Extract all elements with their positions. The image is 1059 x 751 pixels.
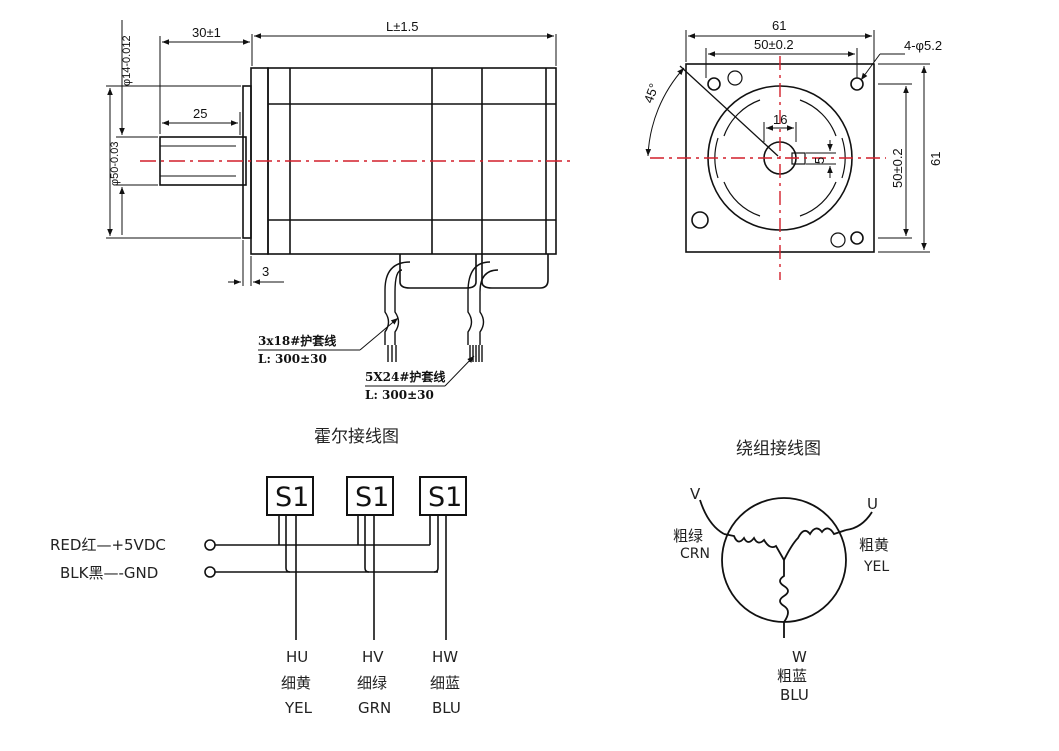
dim-flange-thickness: 3 bbox=[262, 264, 269, 279]
hall-output-hv: HV 细绿 GRN bbox=[357, 648, 391, 717]
winding-v-code: V bbox=[690, 485, 701, 503]
winding-v-coil bbox=[723, 533, 785, 561]
ground-terminal bbox=[204, 566, 216, 578]
hall-output-cn: 细绿 bbox=[357, 674, 387, 692]
hall-wiring bbox=[204, 476, 467, 640]
cable-1 bbox=[384, 261, 411, 345]
hall-sensor-1 bbox=[266, 476, 314, 516]
dim-vertical-spacing: 50±0.2 bbox=[890, 148, 905, 188]
dim-hole-spacing: 50±0.2 bbox=[754, 37, 794, 52]
winding-u-en: YEL bbox=[863, 559, 889, 575]
dim-angle: 45° bbox=[641, 81, 662, 105]
motor-side-view bbox=[159, 67, 557, 362]
hall-output-code: HW bbox=[432, 648, 458, 666]
winding-w-coil bbox=[779, 560, 789, 623]
front-dimensions bbox=[645, 30, 930, 253]
hall-output-cn: 细黄 bbox=[281, 674, 311, 692]
dim-pilot-diameter: φ50-0.03 bbox=[109, 142, 121, 186]
mount-hole-br bbox=[850, 231, 864, 245]
winding-w-cn: 粗蓝 bbox=[777, 667, 807, 685]
hall-output-en: BLU bbox=[432, 699, 461, 717]
power-label: RED红—+5VDC bbox=[50, 536, 166, 554]
v-lead bbox=[699, 499, 725, 535]
mount-hole-tl bbox=[707, 77, 721, 91]
hall-sensor-1-label: S1 bbox=[275, 482, 309, 513]
hall-sensor-3 bbox=[419, 476, 467, 516]
dim-shaft-length: 30±1 bbox=[192, 25, 221, 40]
dim-front-width: 61 bbox=[772, 18, 786, 33]
winding-u-coil bbox=[783, 527, 847, 561]
winding-diagram-title: 绕组接线图 bbox=[736, 439, 821, 459]
winding-v-cn: 粗绿 bbox=[673, 527, 703, 545]
winding-u-code: U bbox=[867, 495, 878, 513]
hall-sensor-2 bbox=[346, 476, 394, 516]
cable-1-spec: 3x18#护套线 bbox=[258, 333, 336, 348]
winding-v-en: CRN bbox=[680, 546, 710, 562]
hall-output-en: GRN bbox=[358, 699, 391, 717]
u-lead bbox=[845, 511, 873, 531]
winding-w-code: W bbox=[792, 648, 807, 666]
hall-diagram-title: 霍尔接线图 bbox=[314, 427, 399, 447]
hall-output-hu: HU 细黄 YEL bbox=[281, 648, 313, 717]
cable-2-length: L: 300±30 bbox=[365, 388, 434, 402]
dim-body-length: L±1.5 bbox=[386, 19, 418, 34]
motor-flange bbox=[242, 85, 252, 239]
hall-output-code: HV bbox=[362, 648, 384, 666]
motor-shaft bbox=[159, 136, 247, 186]
mount-hole-bl bbox=[691, 211, 709, 229]
side-dimensions bbox=[106, 20, 557, 387]
cable-2 bbox=[467, 261, 499, 345]
dim-front-height: 61 bbox=[928, 152, 943, 166]
winding-u-cn: 粗黄 bbox=[859, 536, 889, 554]
hall-output-hw: HW 细蓝 BLU bbox=[430, 648, 461, 717]
hall-output-code: HU bbox=[286, 648, 308, 666]
power-terminal bbox=[204, 539, 216, 551]
hall-output-en: YEL bbox=[284, 699, 313, 717]
cable-2-spec: 5X24#护套线 bbox=[365, 369, 445, 384]
cable-1-length: L: 300±30 bbox=[258, 352, 327, 366]
dim-key-length: 25 bbox=[193, 106, 207, 121]
dim-holes: 4-φ5.2 bbox=[904, 38, 942, 53]
hall-sensor-3-label: S1 bbox=[428, 482, 462, 513]
dim-shaft-diameter: φ14-0.012 bbox=[121, 35, 133, 86]
dim-shaft-size: 16 bbox=[773, 112, 787, 127]
winding-wiring bbox=[699, 497, 873, 638]
dim-key-width: 5 bbox=[812, 157, 827, 164]
ground-label: BLK黑—-GND bbox=[60, 564, 158, 582]
hall-output-cn: 细蓝 bbox=[430, 674, 460, 692]
hall-sensor-2-label: S1 bbox=[355, 482, 389, 513]
winding-w-en: BLU bbox=[780, 686, 809, 704]
